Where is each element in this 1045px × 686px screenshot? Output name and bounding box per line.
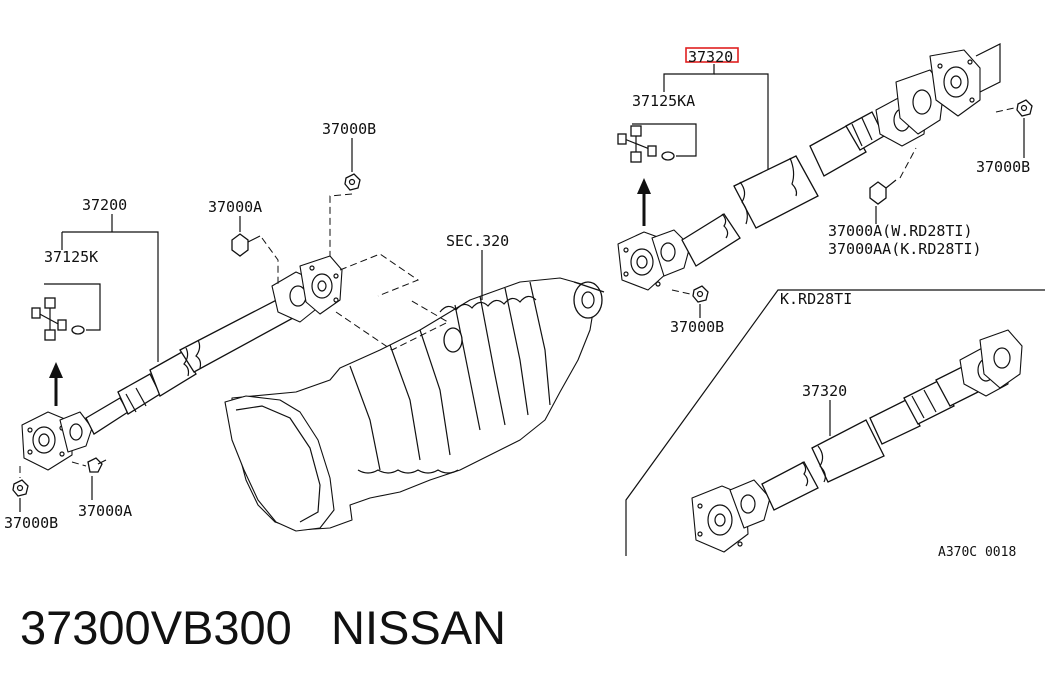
leader-dash-37000b-upper bbox=[329, 193, 353, 256]
inset-propeller-shaft bbox=[691, 329, 1023, 553]
highlight-box bbox=[685, 47, 739, 63]
leader-37125ka bbox=[632, 123, 697, 157]
nut-icon-center bbox=[692, 285, 709, 303]
nut-icon-right bbox=[1016, 99, 1033, 117]
label-37000a-wrd28ti: 37000A(W.RD28TI) bbox=[828, 222, 973, 240]
label-variant-krd28ti: K.RD28TI bbox=[780, 290, 852, 308]
label-37000aa-krd28ti: 37000AA(K.RD28TI) bbox=[828, 240, 982, 258]
label-37000a-upper: 37000A bbox=[208, 198, 262, 216]
label-37200: 37200 bbox=[82, 196, 127, 214]
rear-propeller-shaft bbox=[617, 43, 1001, 291]
arrow-up-icon-left bbox=[49, 362, 63, 378]
label-37000b-left: 37000B bbox=[4, 514, 58, 532]
label-37000b-center: 37000B bbox=[670, 318, 724, 336]
label-37320-inset: 37320 bbox=[802, 382, 847, 400]
label-sec-320: SEC.320 bbox=[446, 232, 509, 250]
diagram-code: A370C 0018 bbox=[938, 545, 1016, 560]
transmission-illustration bbox=[224, 277, 605, 532]
bolt-icon-right bbox=[869, 179, 897, 205]
label-37000b-right: 37000B bbox=[976, 158, 1030, 176]
leader-37200 bbox=[62, 231, 159, 362]
universal-joint-spider-icon-left bbox=[31, 297, 85, 341]
bolt-icon-upper bbox=[231, 233, 261, 257]
universal-joint-spider-icon-right bbox=[617, 125, 675, 163]
nut-icon-upper bbox=[344, 173, 361, 191]
leader-dash-37000a-upper bbox=[261, 237, 279, 286]
leader-37320-left bbox=[663, 64, 715, 92]
leader-37320-right bbox=[714, 73, 769, 170]
label-37000a-lower: 37000A bbox=[78, 502, 132, 520]
dash-link-2 bbox=[335, 299, 450, 351]
caption-part-number: 37300VB300 bbox=[20, 601, 292, 654]
label-37000b-upper: 37000B bbox=[322, 120, 376, 138]
bolt-icon-lower bbox=[87, 457, 107, 473]
inset-border bbox=[625, 289, 1045, 556]
caption-brand: NISSAN bbox=[331, 601, 506, 654]
part-caption: 37300VB300 NISSAN bbox=[20, 596, 506, 660]
label-37125ka: 37125KA bbox=[632, 92, 695, 110]
label-37125k: 37125K bbox=[44, 248, 98, 266]
front-propeller-shaft bbox=[21, 255, 343, 471]
nut-icon-left bbox=[12, 479, 29, 497]
leader-37125k bbox=[44, 283, 101, 331]
arrow-up-icon-right bbox=[637, 178, 651, 194]
label-37320-top: 37320 bbox=[688, 48, 733, 66]
parts-diagram: SEC.320 37200 bbox=[4, 43, 1045, 560]
dash-link-1 bbox=[339, 253, 420, 297]
